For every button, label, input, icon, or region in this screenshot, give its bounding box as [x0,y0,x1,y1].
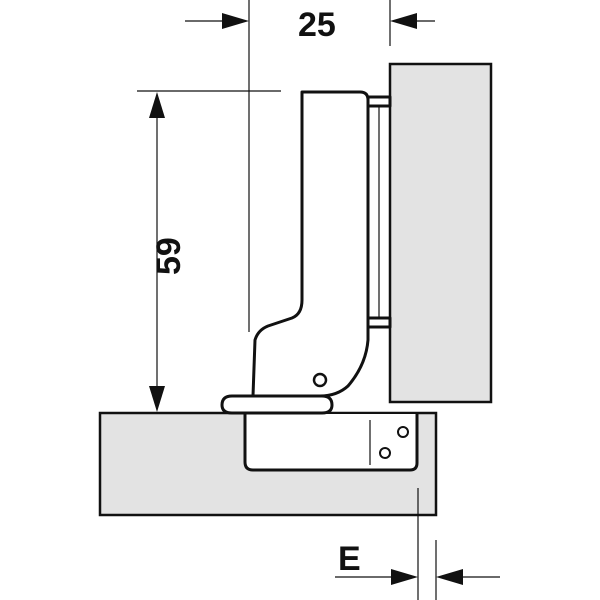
dim-e-label: E [338,540,361,578]
door-connector-lower [366,316,392,329]
door-panel [388,62,493,404]
hinge-cup-screw-upper [397,426,409,438]
mounting-plate [220,394,334,415]
door-connector-upper [366,95,392,108]
dim-25-arrow-right [390,13,417,29]
dim-e-arrow-left [391,569,418,585]
dim-59-arrow-top [149,92,165,118]
hinge-arm-pivot [312,372,328,388]
hinge-cup-screw-lower [379,447,391,459]
dim-59-label: 59 [150,237,188,275]
dim-25-label: 25 [298,6,336,44]
hinge-cup [243,414,419,472]
dim-e-arrow-right [436,569,463,585]
hinge-arm [251,90,370,398]
dim-25-arrow-left [222,13,249,29]
dim-59-arrow-bottom [149,386,165,412]
